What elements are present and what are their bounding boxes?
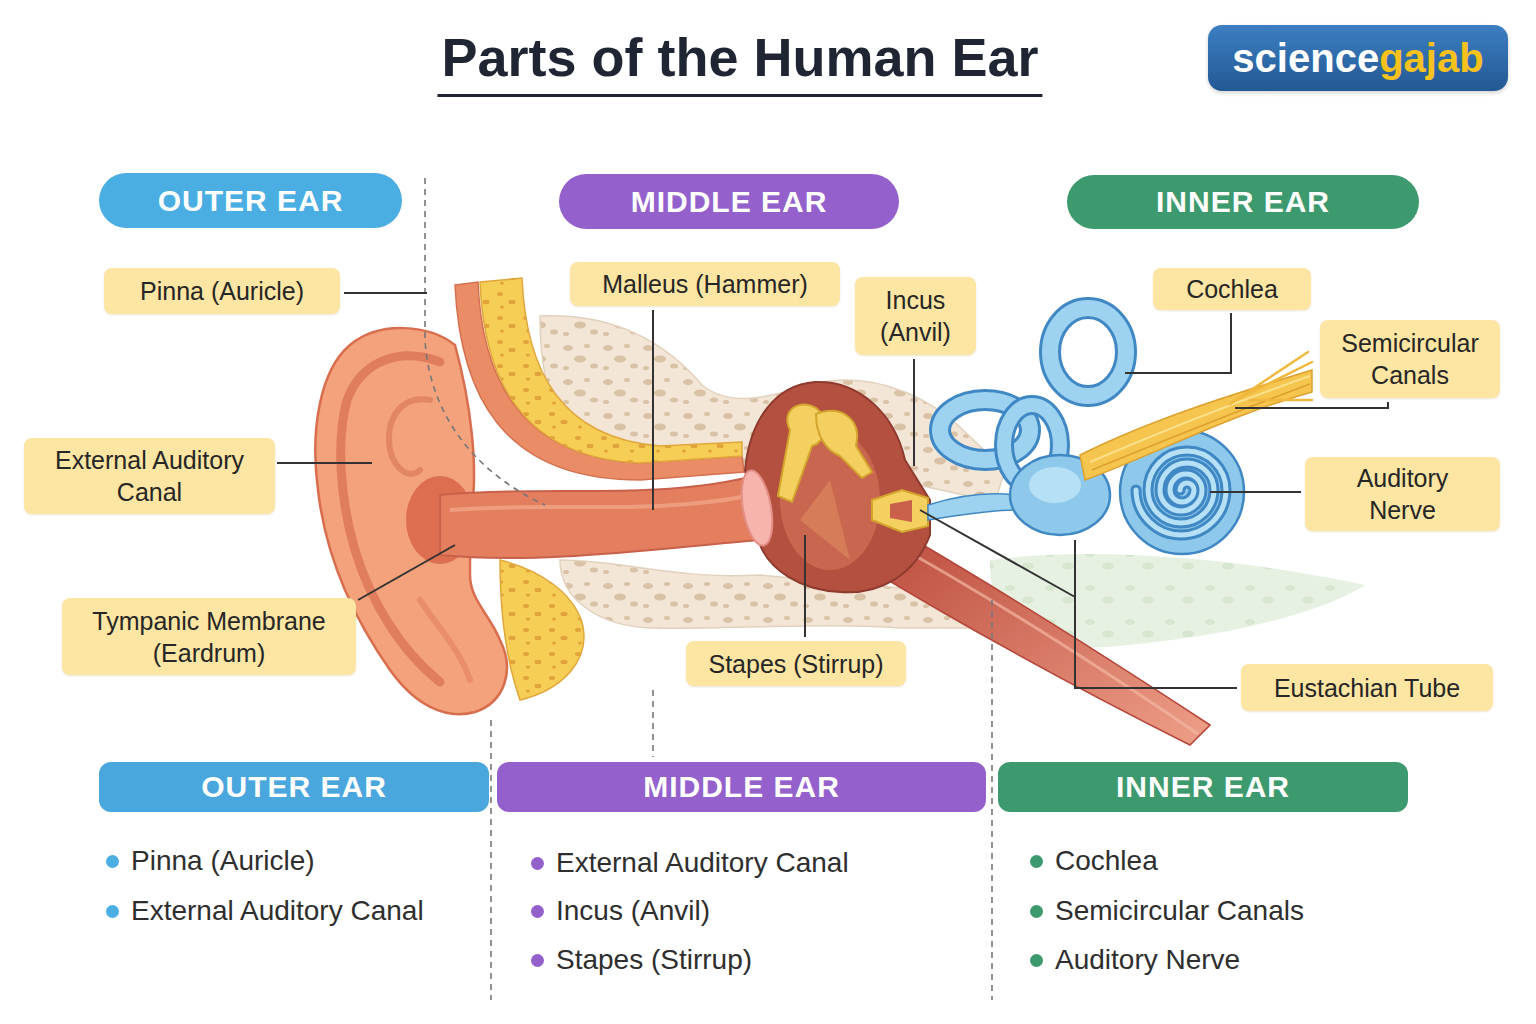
list-bullet (106, 855, 119, 868)
logo-badge: sciencegajab (1208, 25, 1508, 91)
part-label-text: Incus (Anvil) (868, 284, 963, 348)
leader-line (1125, 313, 1231, 373)
section-header-text: OUTER EAR (201, 770, 387, 804)
nerve-strand (1092, 384, 1310, 470)
semicircular-canal-top-fill (1050, 308, 1126, 396)
part-label: Stapes (Stirrup) (686, 641, 906, 686)
nerve-strand (1090, 376, 1310, 462)
list-bullet (1030, 905, 1043, 918)
stapes-hole (890, 500, 912, 522)
vestibule-highlight (1029, 467, 1081, 503)
list-bullet (1030, 954, 1043, 967)
stapes-bone (872, 490, 928, 532)
part-label-text: Stapes (Stirrup) (708, 648, 883, 680)
middle-ear-cavity (745, 382, 930, 592)
list-item: Semicircular Canals (1055, 894, 1304, 928)
part-label: Eustachian Tube (1241, 664, 1493, 711)
part-label-text: Semicircular Canals (1331, 327, 1489, 391)
part-label: External Auditory Canal (24, 438, 275, 514)
list-bullet (531, 954, 544, 967)
leader-line (913, 359, 915, 466)
list-item: Cochlea (1055, 844, 1158, 878)
canal-highlight (450, 496, 748, 510)
antihelix (389, 399, 430, 474)
part-label: Tympanic Membrane (Eardrum) (62, 598, 356, 675)
list-item: Stapes (Stirrup) (556, 943, 752, 977)
list-bullet (106, 905, 119, 918)
part-label-text: Tympanic Membrane (Eardrum) (75, 605, 343, 669)
section-header-text: INNER EAR (1116, 770, 1290, 804)
part-label-text: Pinna (Auricle) (140, 275, 304, 307)
part-label: Cochlea (1153, 268, 1311, 310)
section-pill-text: MIDDLE EAR (631, 185, 828, 219)
list-item: Incus (Anvil) (556, 894, 710, 928)
part-label-text: External Auditory Canal (37, 444, 262, 508)
section-pill-text: OUTER EAR (158, 184, 344, 218)
section-header: MIDDLE EAR (497, 762, 986, 812)
part-label: Malleus (Hammer) (570, 262, 840, 306)
leader-line (1075, 540, 1237, 688)
logo-text: science (1232, 36, 1379, 81)
part-label-text: Cochlea (1186, 273, 1278, 305)
semicircular-canal-top (1050, 308, 1126, 396)
leader-line (920, 510, 1075, 597)
cartilage-lower (500, 560, 584, 700)
part-label: Pinna (Auricle) (104, 268, 340, 314)
part-label: Incus (Anvil) (855, 277, 976, 355)
leader-line (358, 545, 455, 600)
list-item: Auditory Nerve (1055, 943, 1240, 977)
lobe-fold (420, 600, 470, 680)
part-label: Auditory Nerve (1305, 457, 1500, 531)
logo-text: gajab (1379, 36, 1483, 81)
part-label-text: Auditory Nerve (1340, 462, 1465, 526)
list-bullet (531, 857, 544, 870)
list-bullet (1030, 855, 1043, 868)
leader-line (652, 310, 654, 510)
part-label-text: Eustachian Tube (1274, 672, 1460, 704)
leader-line (1235, 402, 1388, 408)
region-divider (490, 720, 492, 1000)
eardrum (737, 468, 778, 548)
leader-line (1210, 491, 1301, 493)
section-pill: INNER EAR (1067, 175, 1419, 229)
region-divider (425, 178, 545, 505)
cavity-detail (800, 480, 850, 560)
list-item: External Auditory Canal (131, 894, 424, 928)
region-divider (991, 600, 993, 1000)
section-pill: MIDDLE EAR (559, 174, 899, 229)
section-header-text: MIDDLE EAR (643, 770, 840, 804)
leader-lines (277, 293, 1388, 688)
incus-bone (816, 411, 872, 478)
leader-line (277, 462, 372, 464)
nerve-fibres (1230, 352, 1312, 404)
leader-line (804, 535, 806, 637)
oval-window (928, 494, 1015, 520)
ear-canal (440, 478, 760, 558)
auditory-nerve (1080, 370, 1312, 480)
part-label-text: Malleus (Hammer) (602, 268, 808, 300)
section-header: OUTER EAR (99, 762, 489, 812)
region-divider (652, 690, 654, 757)
page-title: Parts of the Human Ear (437, 26, 1042, 97)
list-bullet (531, 905, 544, 918)
section-pill: OUTER EAR (99, 173, 402, 228)
section-header: INNER EAR (998, 762, 1408, 812)
section-pill-text: INNER EAR (1156, 185, 1330, 219)
part-label: Semicircular Canals (1320, 320, 1500, 398)
list-item: Pinna (Auricle) (131, 844, 315, 878)
leader-line (344, 292, 427, 294)
tube-highlight (880, 536, 1198, 734)
list-item: External Auditory Canal (556, 846, 849, 880)
